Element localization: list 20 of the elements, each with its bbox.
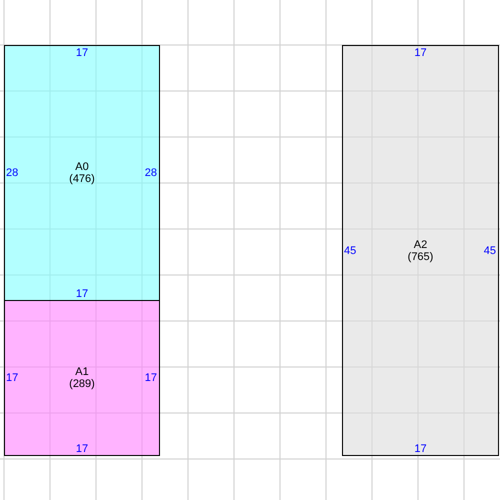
dimension-label: 17	[76, 288, 88, 300]
room-rectangle	[342, 45, 499, 456]
dimension-label: 17	[76, 443, 88, 455]
room-area: (476)	[45, 173, 119, 185]
dimension-label: 28	[144, 167, 157, 179]
room-name: A1	[74, 366, 90, 378]
room-rectangle	[4, 45, 160, 301]
dimension-label: 17	[144, 372, 157, 384]
dimension-label: 17	[414, 47, 427, 59]
dimension-label: 45	[344, 244, 356, 256]
dimension-label: 28	[6, 167, 18, 179]
dimension-label: 17	[414, 443, 427, 455]
dimension-label: 17	[6, 372, 18, 384]
room-name: A0	[74, 161, 90, 173]
room-rectangle	[4, 300, 160, 456]
room-area: (765)	[383, 250, 458, 262]
room-area: (289)	[45, 378, 119, 390]
dimension-label: 17	[76, 47, 88, 59]
dimension-label: 45	[484, 244, 496, 256]
room-name: A2	[412, 238, 428, 250]
